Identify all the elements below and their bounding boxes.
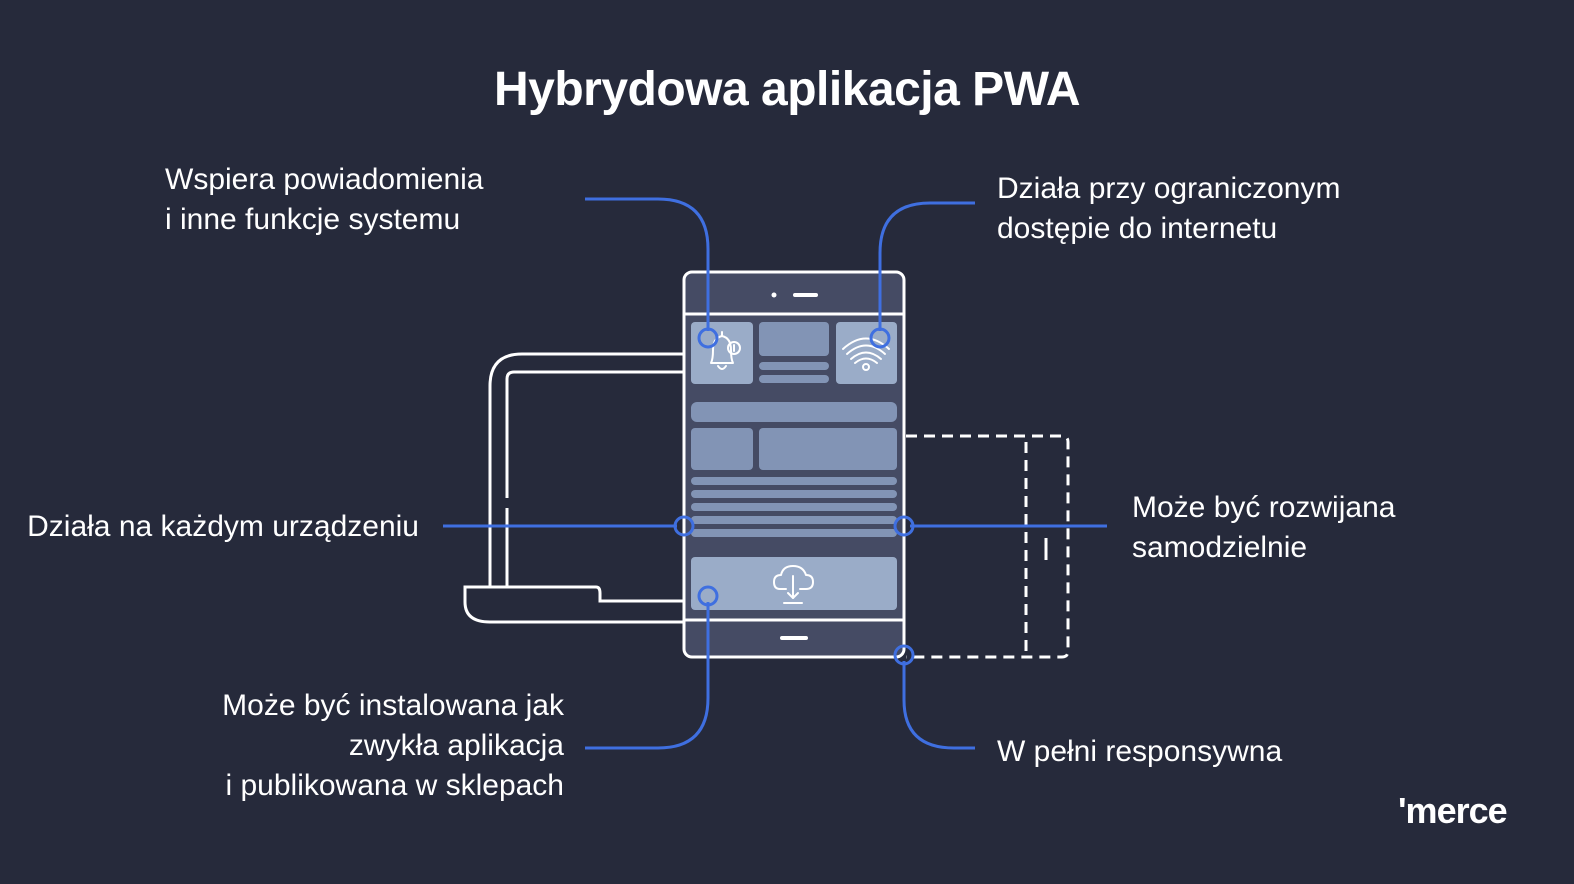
phone-speaker [793,293,818,297]
connector-lines [443,197,1107,750]
phone-home-bar [780,636,808,640]
tablet-outline [906,434,1070,659]
label-responsive: W pełni responsywna [997,735,1283,768]
connector-installable [585,602,710,750]
connector-responsive [902,661,975,750]
merce-logo: 'merce [1398,790,1508,831]
page-title: Hybrydowa aplikacja PWA [493,63,1081,116]
laptop-illustration [463,352,683,624]
label-installable: Może być instalowana jak zwykła aplikacj… [222,689,564,802]
label-notifications: Wspiera powiadomienia i inne funkcje sys… [165,163,484,236]
cloud-download-icon [773,565,814,604]
connector-offline [878,201,975,331]
connector-notifications [585,197,710,331]
label-offline: Działa przy ograniczonym dostępie do int… [997,172,1341,245]
label-independent: Może być rozwijana samodzielnie [1132,491,1396,564]
phone-illustration [682,270,906,659]
connector-dots [673,327,915,666]
phone-camera [771,292,777,298]
label-any-device: Działa na każdym urządzeniu [27,510,419,543]
bell-icon [710,331,741,370]
